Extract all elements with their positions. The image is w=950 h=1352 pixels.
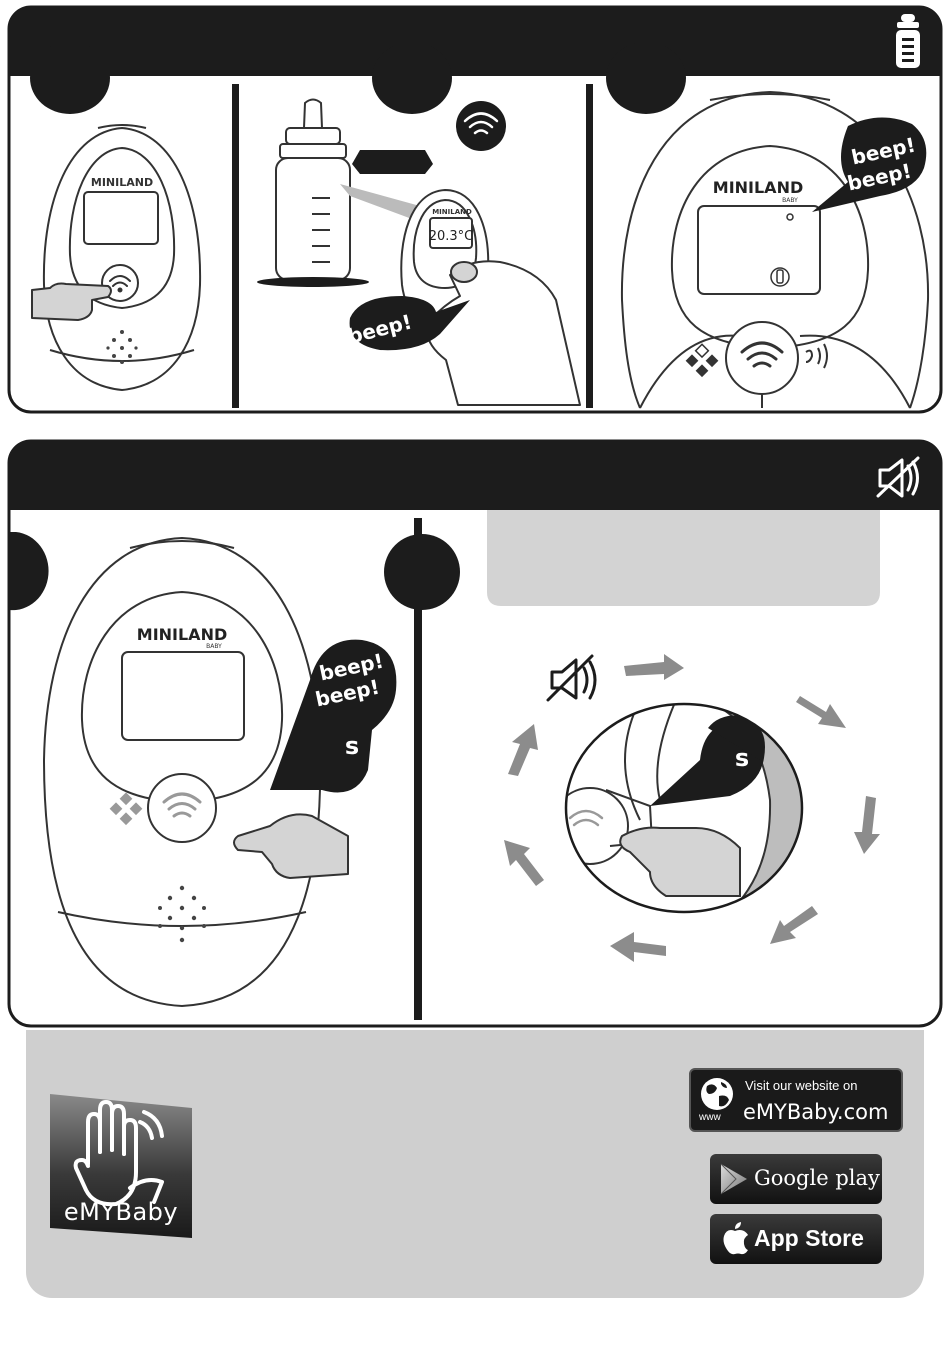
section1-divider-2 xyxy=(586,84,593,408)
wifi-icon xyxy=(456,101,506,151)
emybaby-logo: eMYBaby xyxy=(46,1092,196,1240)
step-circle-2 xyxy=(372,42,452,114)
app-store-badge[interactable]: App Store xyxy=(710,1214,882,1264)
baby-bottle-icon xyxy=(896,14,920,68)
section2-panel1-brand-sub: BABY xyxy=(206,643,222,650)
google-play-label: Google play xyxy=(754,1166,880,1190)
globe-icon xyxy=(699,1076,735,1112)
emybaby-logo-text: eMYBaby xyxy=(50,1198,192,1226)
instruction-illustration: MINILAND MINILAND 20.3°C beep! xyxy=(0,0,950,1030)
visit-www: www xyxy=(699,1112,721,1123)
section2-panel1-seconds: s xyxy=(345,732,359,760)
section2-panel2-seconds: s xyxy=(735,744,749,772)
panel2-temperature: 20.3°C xyxy=(429,229,474,244)
google-play-badge[interactable]: Google play xyxy=(710,1154,882,1204)
panel2-brand: MINILAND xyxy=(432,208,472,216)
section2-panel1-brand: MINILAND xyxy=(137,625,227,644)
apple-icon xyxy=(720,1221,750,1255)
step-circle-1 xyxy=(30,42,110,114)
visit-website-badge[interactable]: Visit our website on www eMYBaby.com xyxy=(689,1068,903,1132)
google-play-icon xyxy=(718,1162,750,1196)
panel3-brand: MINILAND xyxy=(713,178,803,197)
section2-gray-note-box xyxy=(487,510,880,606)
visit-site: eMYBaby.com xyxy=(743,1100,888,1124)
panel1-brand: MINILAND xyxy=(91,176,153,189)
step-circle-3 xyxy=(606,42,686,114)
panel2-dark-label xyxy=(352,150,433,174)
visit-line1: Visit our website on xyxy=(745,1078,858,1093)
section1-divider-1 xyxy=(232,84,239,408)
section2-header-bar xyxy=(9,441,941,510)
section2-divider xyxy=(414,518,422,1020)
section1-header-bar xyxy=(9,7,941,76)
panel3-brand-sub: BABY xyxy=(782,197,798,204)
app-store-label: App Store xyxy=(754,1225,864,1252)
